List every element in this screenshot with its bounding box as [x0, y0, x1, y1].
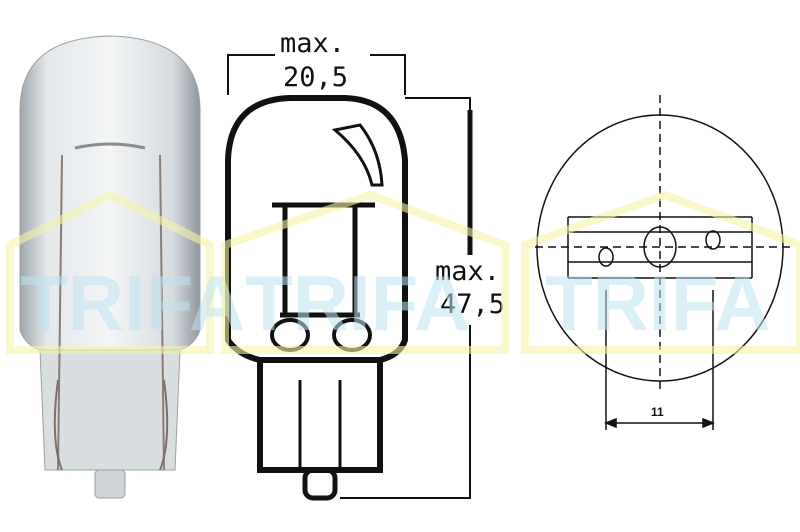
width-label-bg	[275, 28, 370, 93]
width-label-prefix: max.	[280, 28, 345, 59]
pin-spacing-label: 11	[651, 405, 664, 419]
width-label-value: 20,5	[283, 62, 348, 93]
watermark-logo: TRIFA	[221, 190, 509, 354]
watermark-logos: TRIFA TRIFA TRIFA	[6, 190, 800, 354]
base-end-view-drawing	[535, 95, 795, 430]
svg-text:TRIFA: TRIFA	[245, 259, 470, 347]
watermark-logo: TRIFA	[521, 190, 800, 354]
height-label-value: 47,5	[440, 289, 505, 320]
svg-text:TRIFA: TRIFA	[545, 259, 770, 347]
svg-text:TRIFA: TRIFA	[20, 259, 245, 347]
height-label-prefix: max.	[435, 256, 500, 287]
watermark-logo: TRIFA	[6, 190, 245, 354]
